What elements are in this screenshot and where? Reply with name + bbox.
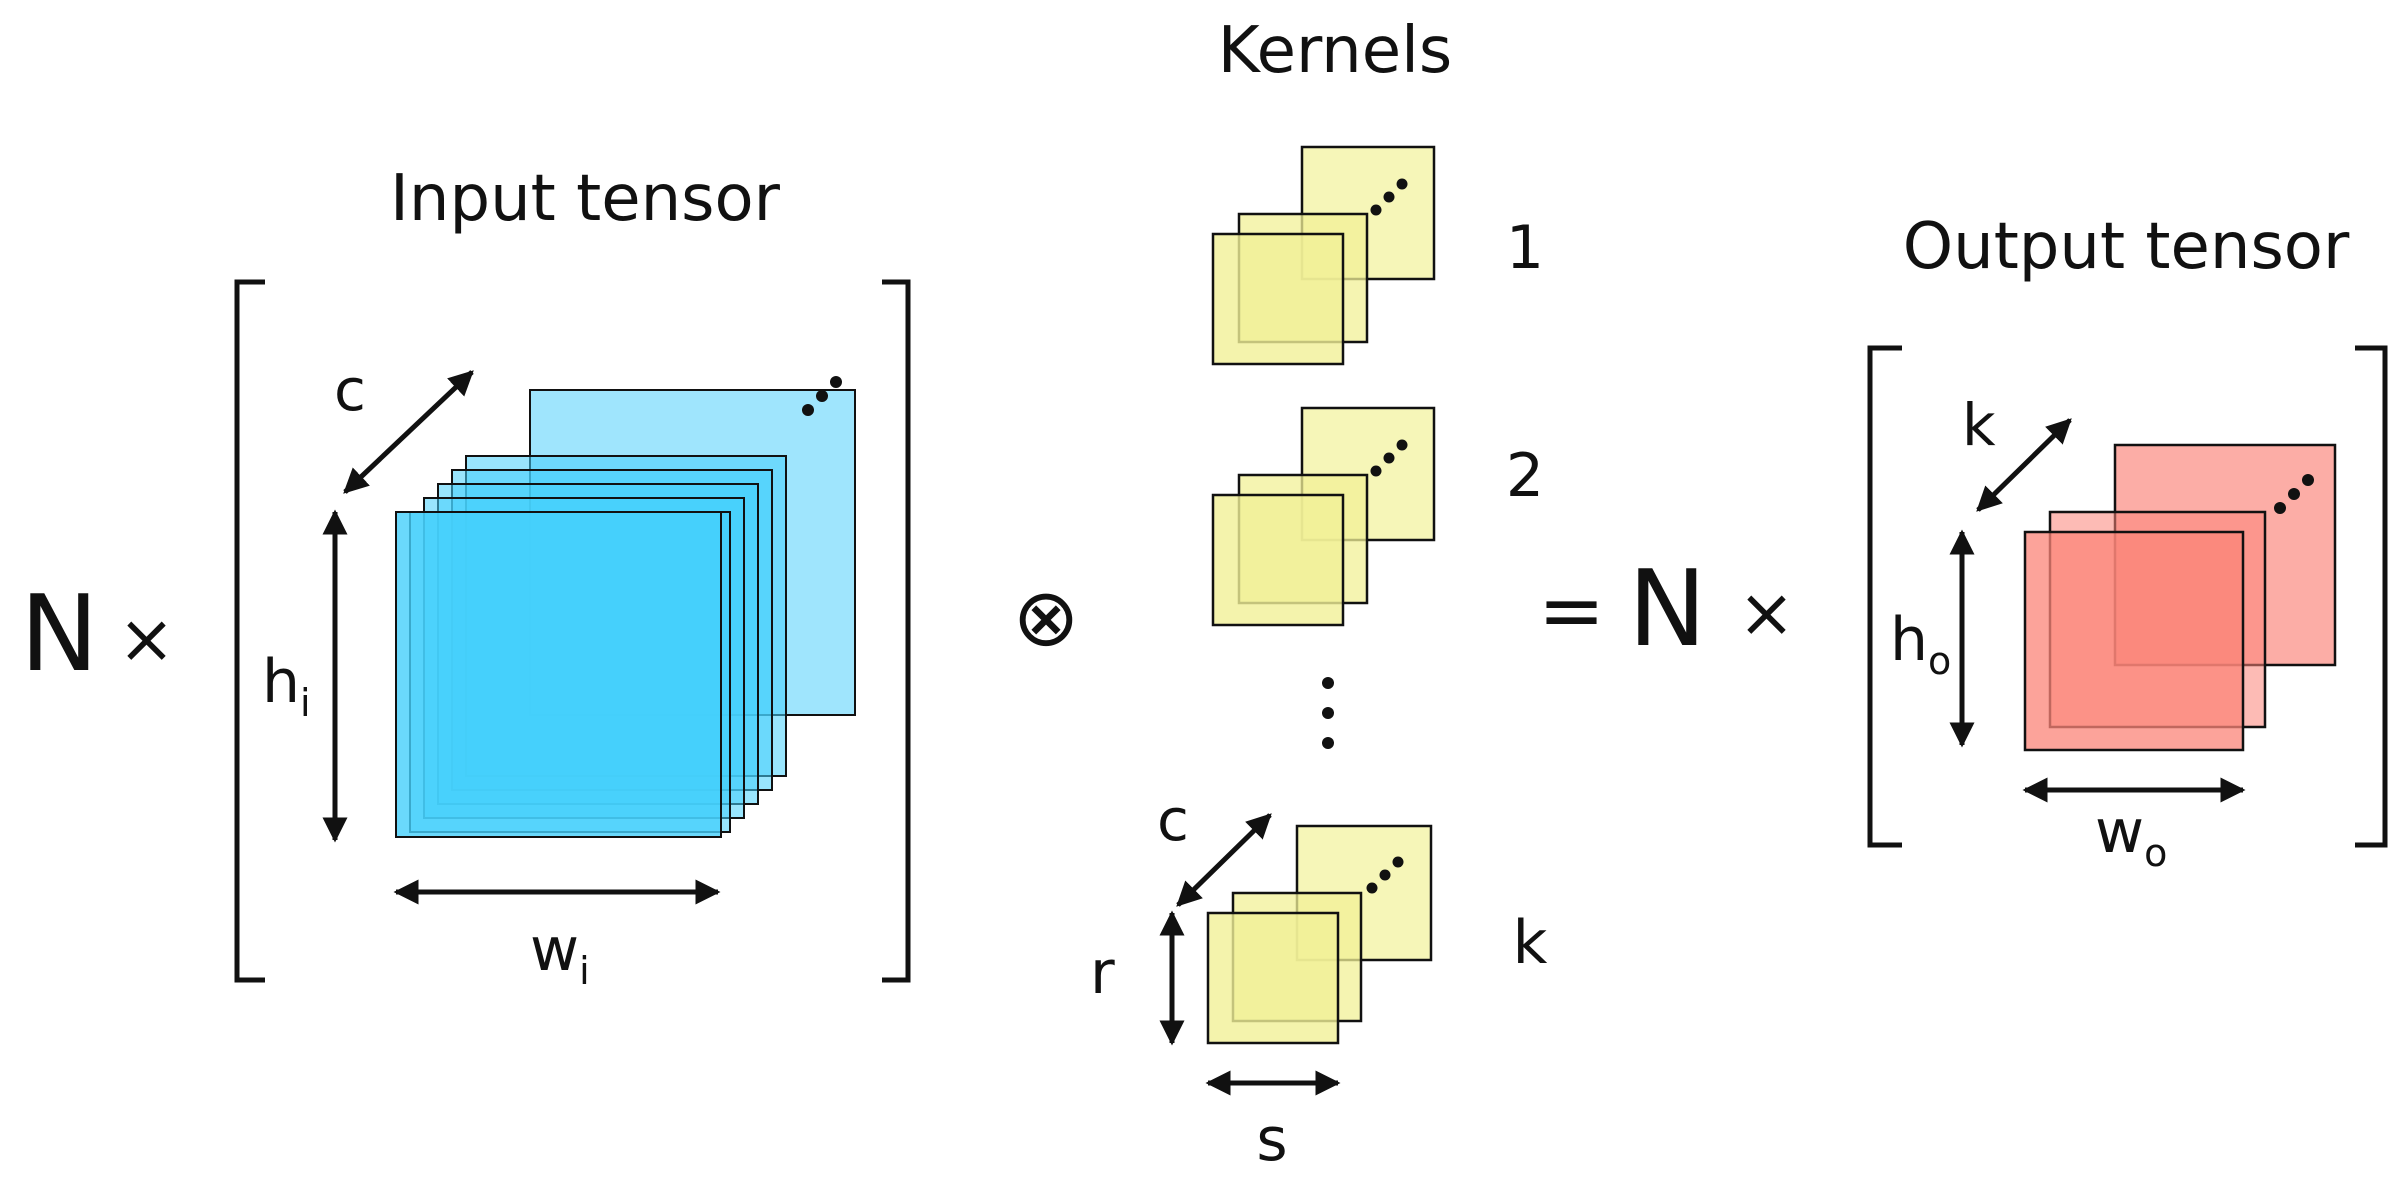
output-channel-label: k [1962, 391, 1996, 459]
convolution-operator-symbol: ⊗ [1012, 571, 1079, 664]
output-right-bracket [2355, 345, 2388, 848]
kernel-channel-label: c [1157, 786, 1189, 854]
kernel-row-label: r [1090, 938, 1115, 1008]
output-tensor-title: Output tensor [1903, 210, 2350, 284]
input-times-symbol: × [118, 600, 175, 679]
output-times-symbol: × [1738, 574, 1795, 653]
output-height-label: ho [1890, 605, 1951, 683]
kernel-plane-front [1211, 232, 1345, 366]
kernels-title: Kernels [1218, 14, 1452, 88]
kernel-1 [1211, 145, 1436, 366]
kernel-ellipsis-dots [1370, 439, 1408, 477]
kernel-ellipsis-dots [1370, 178, 1408, 216]
output-ellipsis-dots [2274, 474, 2314, 514]
kernel-col-label: s [1256, 1105, 1287, 1175]
kernel-2-label: 2 [1506, 441, 1544, 511]
kernel-k-label: k [1513, 908, 1548, 978]
input-channel-plane-front [395, 511, 722, 838]
output-width-label: wo [2095, 797, 2167, 875]
input-batch-symbol: N [20, 573, 99, 695]
kernel-channel-arrow [1176, 813, 1272, 907]
output-batch-symbol: N [1628, 548, 1707, 670]
input-tensor-title: Input tensor [390, 162, 781, 236]
input-right-bracket [882, 279, 911, 983]
kernels-section: Kernels 1 2 k c [1090, 14, 1548, 1175]
input-channel-label: c [334, 356, 366, 424]
kernel-2 [1211, 406, 1436, 627]
input-section: N × Input tensor c hi wi [20, 162, 911, 993]
input-ellipsis-dots [802, 376, 842, 416]
input-channel-arrow [343, 370, 474, 494]
input-left-bracket [234, 279, 265, 983]
output-left-bracket [1867, 345, 1902, 848]
output-channel-stack [2023, 443, 2337, 752]
kernel-plane-front [1206, 911, 1340, 1045]
kernel-plane-front [1211, 493, 1345, 627]
input-width-label: wi [530, 915, 590, 993]
equals-sign: = [1538, 564, 1605, 657]
kernels-vertical-ellipsis [1322, 677, 1334, 749]
input-height-label: hi [262, 647, 311, 725]
output-channel-plane-front [2023, 530, 2245, 752]
kernel-ellipsis-dots [1366, 856, 1404, 894]
kernel-1-label: 1 [1506, 213, 1544, 283]
kernel-k [1206, 824, 1433, 1045]
input-channel-stack [395, 389, 856, 838]
output-channel-arrow [1976, 418, 2072, 512]
output-section: = N × Output tensor k ho wo [1538, 210, 2388, 875]
